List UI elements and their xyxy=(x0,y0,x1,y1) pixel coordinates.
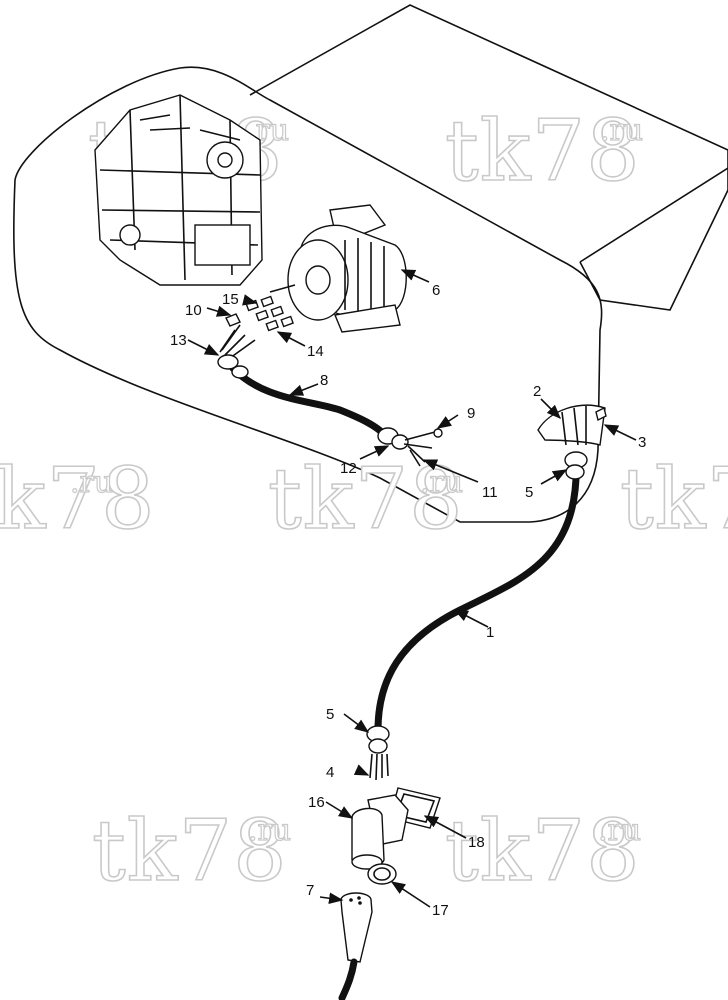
callout-4: 4 xyxy=(326,764,334,781)
inlet-socket xyxy=(351,794,409,885)
watermark-text: tk78 xyxy=(0,450,156,548)
engine-block xyxy=(94,94,263,286)
callout-10: 10 xyxy=(185,302,202,319)
callout-14: 14 xyxy=(307,343,324,360)
callout-11: 11 xyxy=(482,484,498,501)
generator-cable xyxy=(217,324,443,467)
watermark-text: tk78 xyxy=(445,802,641,900)
callout-7: 7 xyxy=(306,882,314,899)
watermark-sup: .ru xyxy=(70,465,113,500)
callout-3: 3 xyxy=(638,434,646,451)
callout-12: 12 xyxy=(340,460,357,477)
junction-box xyxy=(537,404,607,446)
cable-plug xyxy=(338,892,373,1000)
callout-5-top: 5 xyxy=(525,484,533,501)
callout-13: 13 xyxy=(170,332,187,349)
callout-8: 8 xyxy=(320,372,328,389)
callout-15: 15 xyxy=(222,291,239,308)
watermark-sup: .ru xyxy=(600,113,643,148)
electric-motor xyxy=(269,204,407,333)
watermark-text: tk78 xyxy=(445,102,641,200)
main-cable xyxy=(366,451,588,781)
callout-6: 6 xyxy=(432,282,440,299)
leader-lines xyxy=(187,269,637,908)
watermark-text: tk78 xyxy=(92,802,288,900)
callout-5-bottom: 5 xyxy=(326,706,334,723)
watermark-sup: .ru xyxy=(420,465,463,500)
callout-18: 18 xyxy=(468,834,485,851)
callout-labels: 1 2 3 4 5 5 6 7 8 9 10 11 12 13 14 15 16… xyxy=(170,282,646,919)
watermark-text: tk78 xyxy=(620,450,728,548)
callout-9: 9 xyxy=(467,405,475,422)
machine-housing xyxy=(13,4,728,523)
callout-2: 2 xyxy=(533,383,541,400)
watermark-sup: .ru xyxy=(598,813,641,848)
callout-1: 1 xyxy=(486,624,494,641)
callout-17: 17 xyxy=(432,902,449,919)
watermark-sup: .ru xyxy=(248,813,291,848)
callout-16: 16 xyxy=(308,794,325,811)
